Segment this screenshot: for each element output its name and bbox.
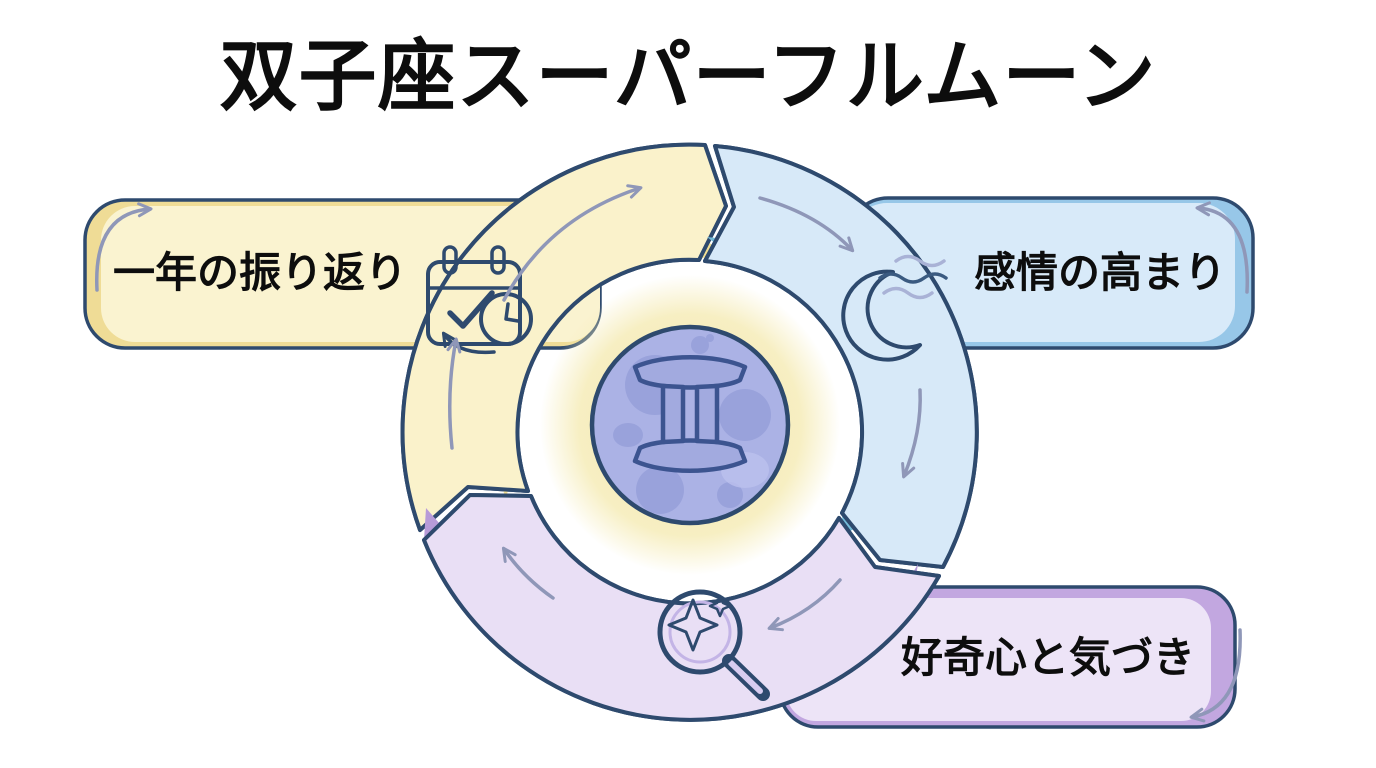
repeat-arrow-icon — [441, 331, 496, 355]
flow-arrow-up-icon — [446, 337, 462, 450]
step-label-curiosity: 好奇心と気づき — [900, 634, 1195, 681]
flow-arrow-top-right-icon — [758, 196, 855, 253]
page-title: 双子座スーパーフルムーン — [219, 32, 1156, 120]
banner-corner-arrow-icon — [1189, 628, 1242, 723]
magnifier-sparkle-icon — [657, 589, 770, 701]
small-sparkle-icon — [708, 594, 732, 618]
banner-corner-arrow-icon — [1195, 201, 1250, 294]
center-hub — [540, 275, 840, 575]
crescent-moon-waves-icon — [841, 254, 948, 362]
calendar-check-clock-icon — [426, 245, 533, 355]
banner-corner-arrow-icon — [95, 202, 153, 292]
flow-arrow-bottom-right-icon — [767, 578, 842, 632]
step-label-emotions: 感情の高まり — [974, 249, 1226, 296]
flow-arrow-bottom-left-icon — [501, 546, 555, 600]
step-label-year-review: 一年の振り返り — [113, 249, 407, 296]
sparkle-icon — [667, 598, 719, 652]
cycle-flow-arrows — [446, 184, 922, 632]
banner-step-3-curiosity: 好奇心と気づき — [778, 585, 1242, 729]
flow-arrow-top-left-icon — [502, 184, 643, 302]
gemini-symbol-icon — [632, 355, 748, 473]
flow-arrow-down-icon — [901, 388, 922, 479]
